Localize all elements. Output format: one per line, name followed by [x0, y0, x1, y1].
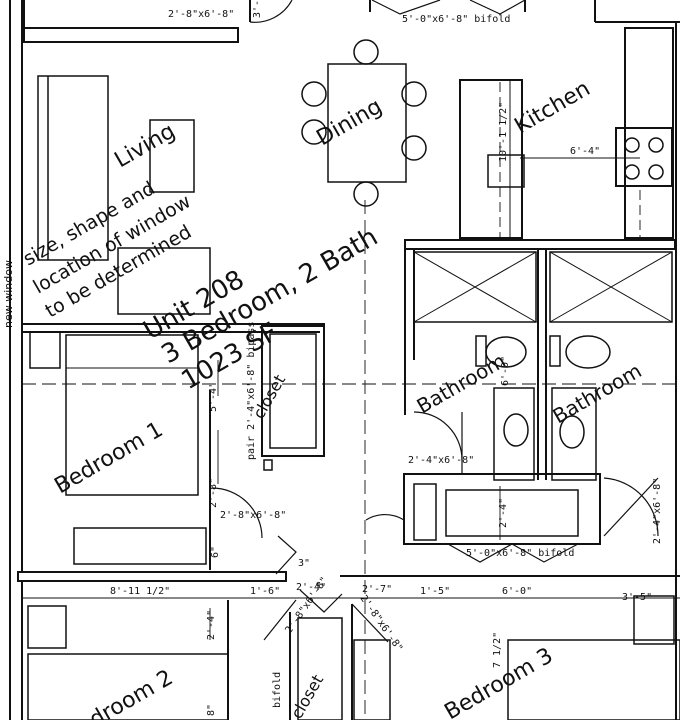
dim-row-g: 3'-5" [622, 592, 652, 603]
dim-hall-6: 6" [210, 546, 221, 558]
dim-closet2-bifold: bifold [272, 672, 283, 708]
dim-kitchen-h: 6'-4" [570, 146, 600, 157]
door-swings [211, 0, 659, 643]
dim-row-b: 1'-6" [250, 586, 280, 597]
label-living: Living [111, 119, 180, 173]
dim-bed1-v: 5'-4" [208, 382, 219, 412]
dim-bed2-v: 2'-4" [206, 610, 217, 640]
dim-row-d: 2'-7" [362, 584, 392, 595]
label-kitchen: Kitchen [511, 76, 595, 139]
label-dining: Dining [313, 94, 387, 151]
dim-bath-v: 6'-0" [500, 356, 511, 386]
label-bathroom-a: Bathroom [413, 348, 510, 418]
dim-kitchen-v: 10'-1 1/2" [498, 102, 509, 162]
dim-row-c: 2'-4" [296, 582, 326, 593]
dim-bath-small: 2'-4" [498, 498, 509, 528]
dim-closet-bipass: pair 2'-4"x6'-8" bipass [246, 322, 257, 460]
furniture [37, 39, 427, 315]
note-new-window: new window [2, 260, 15, 328]
dim-row-e: 1'-5" [420, 586, 450, 597]
label-bedroom-1: Bedroom 1 [51, 417, 168, 499]
walls [9, 0, 680, 720]
dim-mid-bifold: 5'-0"x6'-8" bifold [466, 548, 574, 559]
label-closet-2: closet [287, 671, 327, 720]
dim-top-bifold: 5'-0"x6'-8" bifold [402, 14, 510, 25]
dim-bed2-v2: 8" [206, 704, 217, 716]
dim-bed1-small: 2'-8" [208, 478, 219, 508]
dim-bath-door: 2'-4"x6'-8" [408, 455, 474, 466]
label-bedroom-2: Bedroom 2 [61, 665, 178, 720]
dim-right-door: 2'-4"x6'-8" [652, 478, 663, 544]
dimension-lines [22, 82, 680, 720]
dim-row-f: 6'-0" [502, 586, 532, 597]
dim-row-a: 8'-11 1/2" [110, 586, 170, 597]
dim-top-door: 2'-8"x6'-8" [168, 9, 234, 20]
dim-top-left-small: 3'-0" [252, 0, 263, 18]
dim-hall-3: 3" [298, 558, 310, 569]
dim-bed3-v: 7 1/2" [492, 632, 503, 668]
label-bathroom-b: Bathroom [549, 358, 646, 428]
dim-bed1-door: 2'-8"x6'-8" [220, 510, 286, 521]
